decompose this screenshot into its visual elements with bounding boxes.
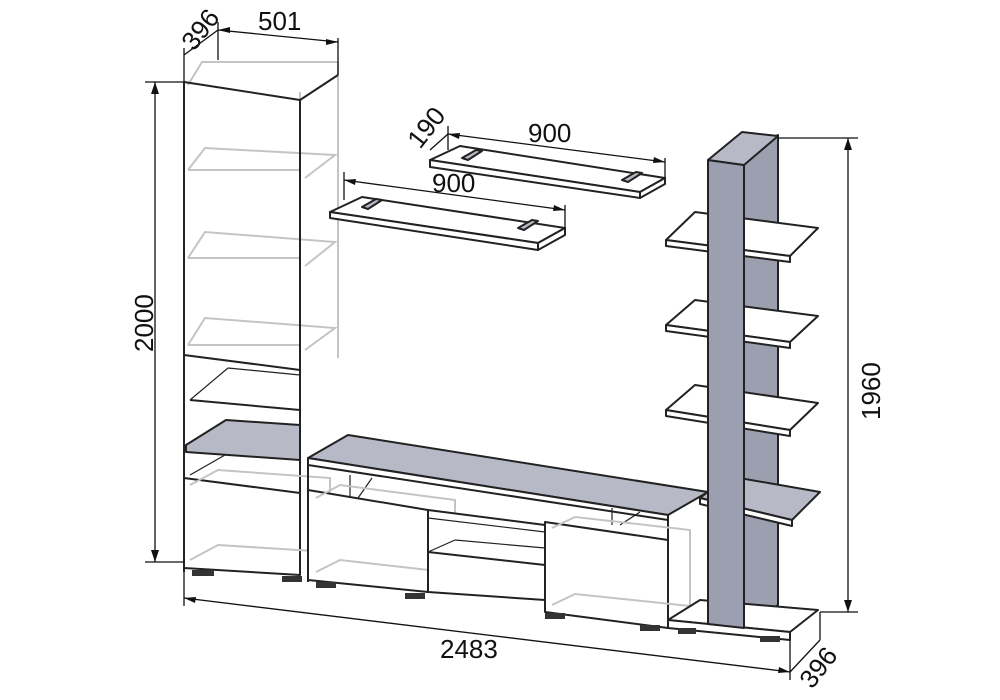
hanging-shelf-lower (329, 196, 566, 251)
left-cabinet-lower-door (183, 477, 301, 576)
dim-right-depth: 396 (793, 641, 843, 694)
dim-shelf-lower-width: 900 (432, 168, 475, 198)
dim-shelf-top-width: 900 (528, 118, 571, 148)
dim-height-right: 1960 (856, 362, 886, 420)
rack-back-panel (743, 134, 779, 629)
tv-stand (307, 434, 709, 631)
right-rack (665, 131, 821, 642)
rack-post (707, 159, 745, 629)
left-cabinet (183, 61, 339, 582)
tv-stand-left-door (307, 489, 429, 593)
left-cabinet-glass-shelves (187, 61, 339, 358)
left-cabinet-grey-shelf (185, 419, 301, 461)
dim-left-width: 501 (258, 6, 301, 36)
dim-total-width: 2483 (440, 634, 498, 664)
dim-height-left: 2000 (129, 294, 159, 352)
tv-stand-middle-niche (427, 509, 546, 601)
hanging-shelf-top (429, 145, 666, 199)
dimension-lines (145, 22, 858, 680)
tv-stand-right-door (544, 521, 669, 629)
dim-shelf-depth: 190 (401, 101, 451, 154)
